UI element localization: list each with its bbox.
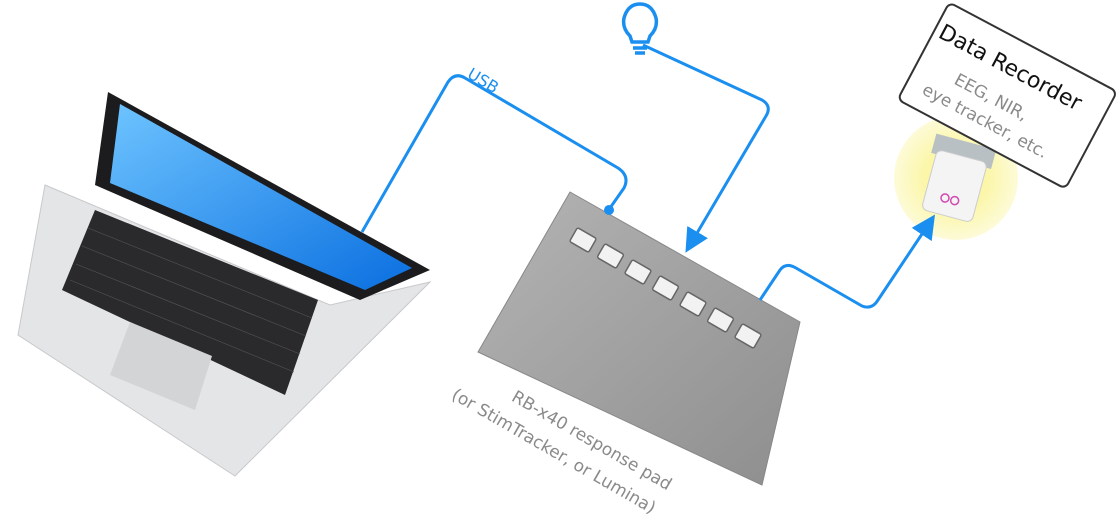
- pad-button: [569, 227, 597, 253]
- pad-button: [651, 275, 680, 301]
- pad-button: [706, 307, 735, 333]
- pad-button: [734, 323, 762, 349]
- ttl-output-line: [758, 214, 935, 309]
- response-pad: [477, 191, 801, 486]
- usb-port-dot: [604, 205, 614, 215]
- dsub-connector: [922, 133, 997, 222]
- pad-button: [596, 243, 625, 269]
- data-recorder-box: [898, 3, 1116, 188]
- light-bulb-icon: [621, 2, 659, 55]
- usb-cable: [360, 74, 628, 233]
- laptop-screen: [110, 104, 412, 290]
- laptop: [17, 92, 432, 477]
- pad-button: [624, 259, 652, 285]
- pad-button: [679, 291, 707, 317]
- light-sensor-line: [642, 43, 770, 253]
